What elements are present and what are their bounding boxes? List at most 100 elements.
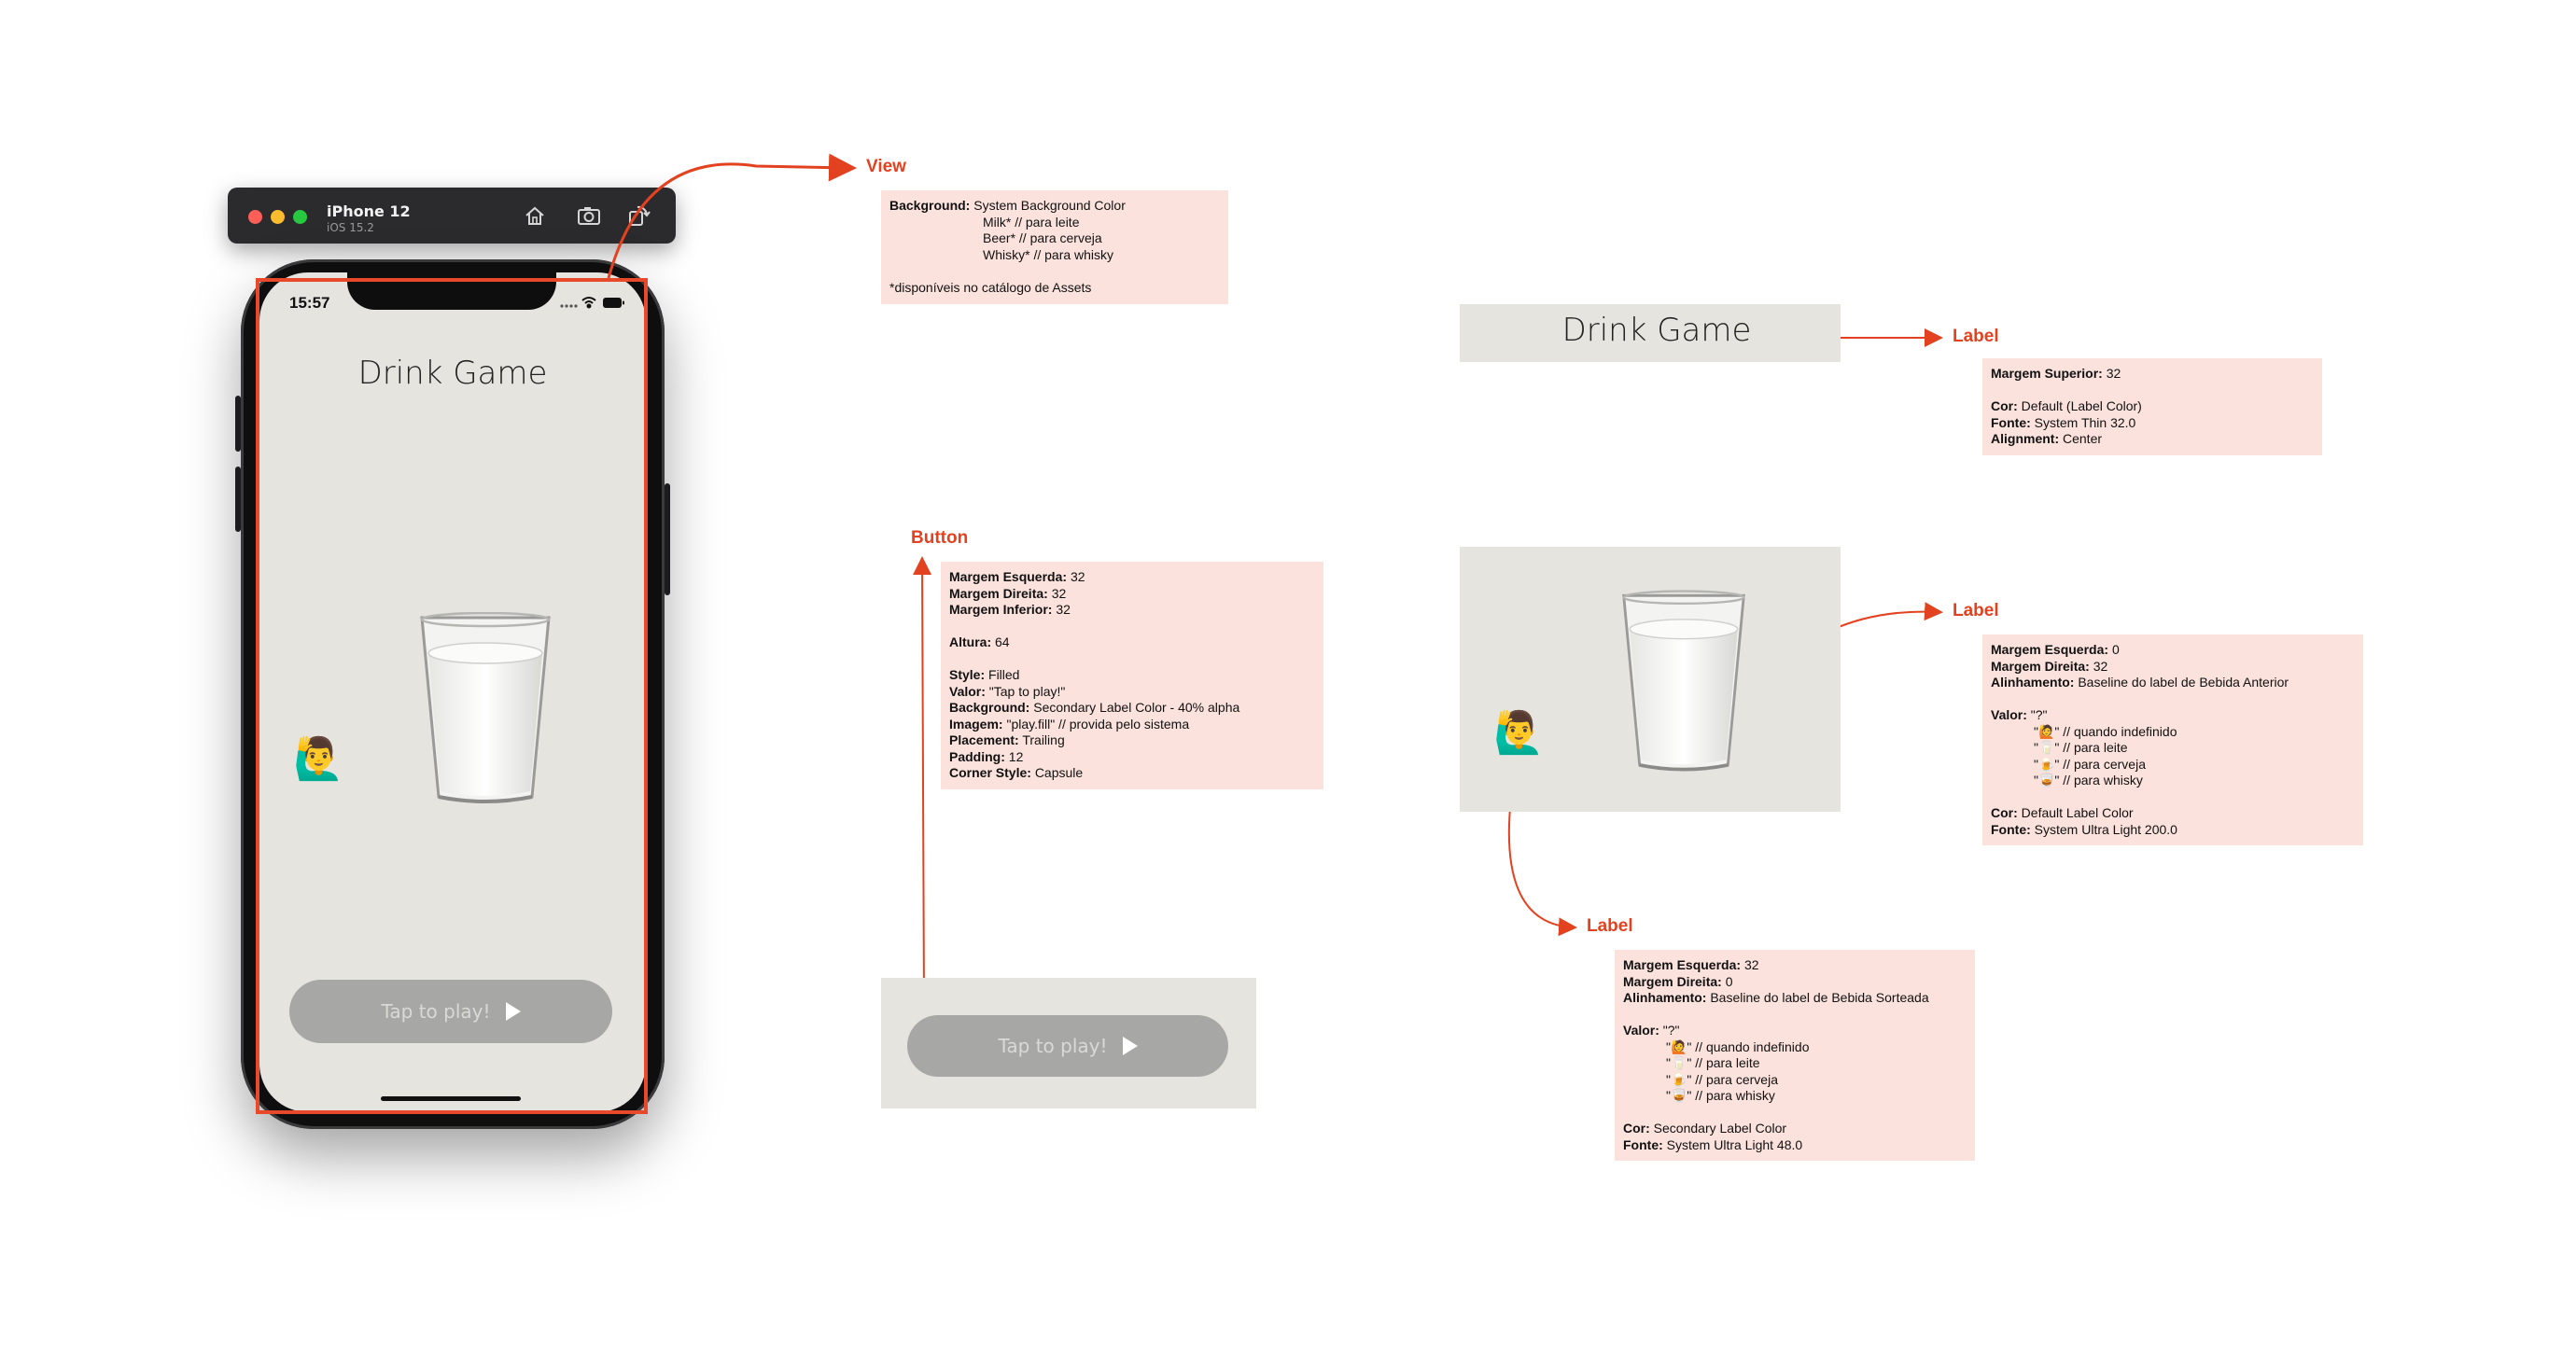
note-key: Alinhamento: [1623, 990, 1707, 1005]
note-key: Cor: [1623, 1121, 1650, 1136]
button-preview-play: Tap to play! [907, 1015, 1228, 1077]
person-label-note: Margem Esquerda: 32 Margem Direita: 0 Al… [1615, 950, 1975, 1161]
note-value: Baseline do label de Bebida Sorteada [1710, 990, 1929, 1005]
note-value: System Background Color [973, 198, 1126, 213]
note-value: 12 [1008, 748, 1024, 764]
value-option: "🍺" // para cerveja [1666, 1071, 1778, 1087]
device-name: iPhone 12 [327, 202, 411, 220]
button-preview-label: Tap to play! [998, 1035, 1108, 1057]
minimize-window-button[interactable] [271, 210, 285, 224]
note-key: Valor: [949, 683, 986, 699]
arrow-button [913, 556, 932, 1005]
zoom-window-button[interactable] [293, 210, 307, 224]
view-annotation-title: View [866, 157, 906, 176]
note-value: 64 [995, 634, 1010, 649]
note-value: 32 [1056, 602, 1071, 617]
note-value: System Ultra Light 200.0 [2034, 821, 2177, 837]
title-label-note: Margem Superior: 32 Cor: Default (Label … [1982, 358, 2322, 455]
note-key: Margem Superior: [1991, 366, 2103, 381]
value-option: "🥛" // para leite [1666, 1055, 1760, 1070]
play-fill-icon [1122, 1037, 1138, 1055]
note-value: "?" [1662, 1023, 1680, 1038]
value-option: "🥛" // para leite [2034, 740, 2128, 755]
note-key: Fonte: [1991, 821, 2031, 837]
note-footnote: *disponíveis no catálogo de Assets [889, 279, 1092, 295]
home-icon[interactable] [521, 202, 549, 229]
note-value: "play.fill" // provida pelo sistema [1006, 716, 1190, 732]
os-version: iOS 15.2 [327, 221, 374, 234]
note-key: Altura: [949, 634, 992, 649]
home-indicator [381, 1096, 521, 1101]
note-key: Imagem: [949, 716, 1003, 732]
simulator-toolbar: iPhone 12 iOS 15.2 [228, 188, 676, 244]
note-key: Margem Direita: [949, 585, 1048, 601]
note-key: Alinhamento: [1991, 675, 2075, 690]
note-value: 0 [2111, 642, 2120, 657]
status-time: 15:57 [289, 294, 330, 312]
note-key: Valor: [1623, 1023, 1659, 1038]
note-value: System Ultra Light 48.0 [1666, 1136, 1803, 1152]
battery-icon [603, 298, 624, 308]
volume-up-button [235, 396, 241, 452]
note-key: Fonte: [1623, 1136, 1663, 1152]
note-value: Secondary Label Color - 40% alpha [1033, 700, 1240, 715]
person-label-annotation-title: Label [1587, 916, 1633, 936]
rotate-icon[interactable] [624, 202, 652, 229]
play-button[interactable]: Tap to play! [289, 980, 612, 1043]
value-option: "🥃" // para whisky [1666, 1088, 1775, 1103]
value-option: "🍺" // para cerveja [2034, 756, 2146, 772]
note-value: Filled [988, 667, 1020, 682]
note-value: Trailing [1022, 732, 1065, 747]
button-annotation-title: Button [911, 528, 969, 548]
title-label-preview-text: Drink Game [1561, 312, 1752, 349]
note-value: Default (Label Color) [2021, 398, 2142, 413]
screenshot-icon[interactable] [575, 202, 603, 229]
wifi-icon [581, 297, 596, 309]
note-value: Capsule [1034, 765, 1084, 780]
view-note: Background: System Background Color Milk… [881, 190, 1228, 304]
note-key: Margem Inferior: [949, 602, 1053, 617]
note-key: Alignment: [1991, 431, 2060, 446]
note-value: System Thin 32.0 [2034, 414, 2136, 430]
note-value: 32 [1070, 569, 1085, 584]
play-fill-icon [505, 1002, 521, 1021]
note-value: Default Label Color [2021, 805, 2134, 820]
button-note: Margem Esquerda: 32 Margem Direita: 32 M… [941, 562, 1323, 789]
note-line: Milk* // para leite [983, 214, 1080, 230]
note-value: Secondary Label Color [1653, 1121, 1787, 1136]
title-label-annotation-title: Label [1953, 327, 1999, 346]
person-emoji-preview: 🙋‍♂️ [1493, 710, 1545, 756]
drink-label-annotation-title: Label [1953, 601, 1999, 620]
play-button-label: Tap to play! [381, 1000, 491, 1023]
note-key: Placement: [949, 732, 1019, 747]
note-key: Style: [949, 667, 986, 682]
note-key: Margem Direita: [1623, 973, 1722, 989]
note-key: Background: [949, 700, 1030, 715]
view-highlight-outline [256, 278, 648, 1114]
power-button [665, 483, 670, 595]
title-label-preview [1460, 304, 1841, 362]
note-value: 32 [1051, 585, 1067, 601]
note-value: Baseline do label de Bebida Anterior [2078, 675, 2289, 690]
note-key: Margem Esquerda: [949, 569, 1068, 584]
note-value: 0 [1725, 973, 1733, 989]
note-key: Cor: [1991, 805, 2018, 820]
note-key: Margem Esquerda: [1623, 957, 1742, 972]
app-title: Drink Game [357, 355, 548, 392]
note-key: Padding: [949, 748, 1005, 764]
note-key: Margem Esquerda: [1991, 642, 2109, 657]
close-window-button[interactable] [248, 210, 262, 224]
note-value: 32 [1743, 957, 1759, 972]
note-key: Cor: [1991, 398, 2018, 413]
value-option: "🙋" // quando indefinido [1666, 1038, 1810, 1054]
note-value: "?" [2030, 707, 2048, 722]
value-option: "🥃" // para whisky [2034, 773, 2143, 788]
milk-glass-drink-label [420, 612, 551, 803]
note-key: Fonte: [1991, 414, 2031, 430]
volume-down-button [235, 467, 241, 532]
note-key: Corner Style: [949, 765, 1031, 780]
drink-label-note: Margem Esquerda: 0 Margem Direita: 32 Al… [1982, 634, 2363, 845]
note-value: 32 [2093, 658, 2108, 674]
note-line: Beer* // para cerveja [983, 230, 1102, 245]
note-value: Center [2063, 431, 2103, 446]
